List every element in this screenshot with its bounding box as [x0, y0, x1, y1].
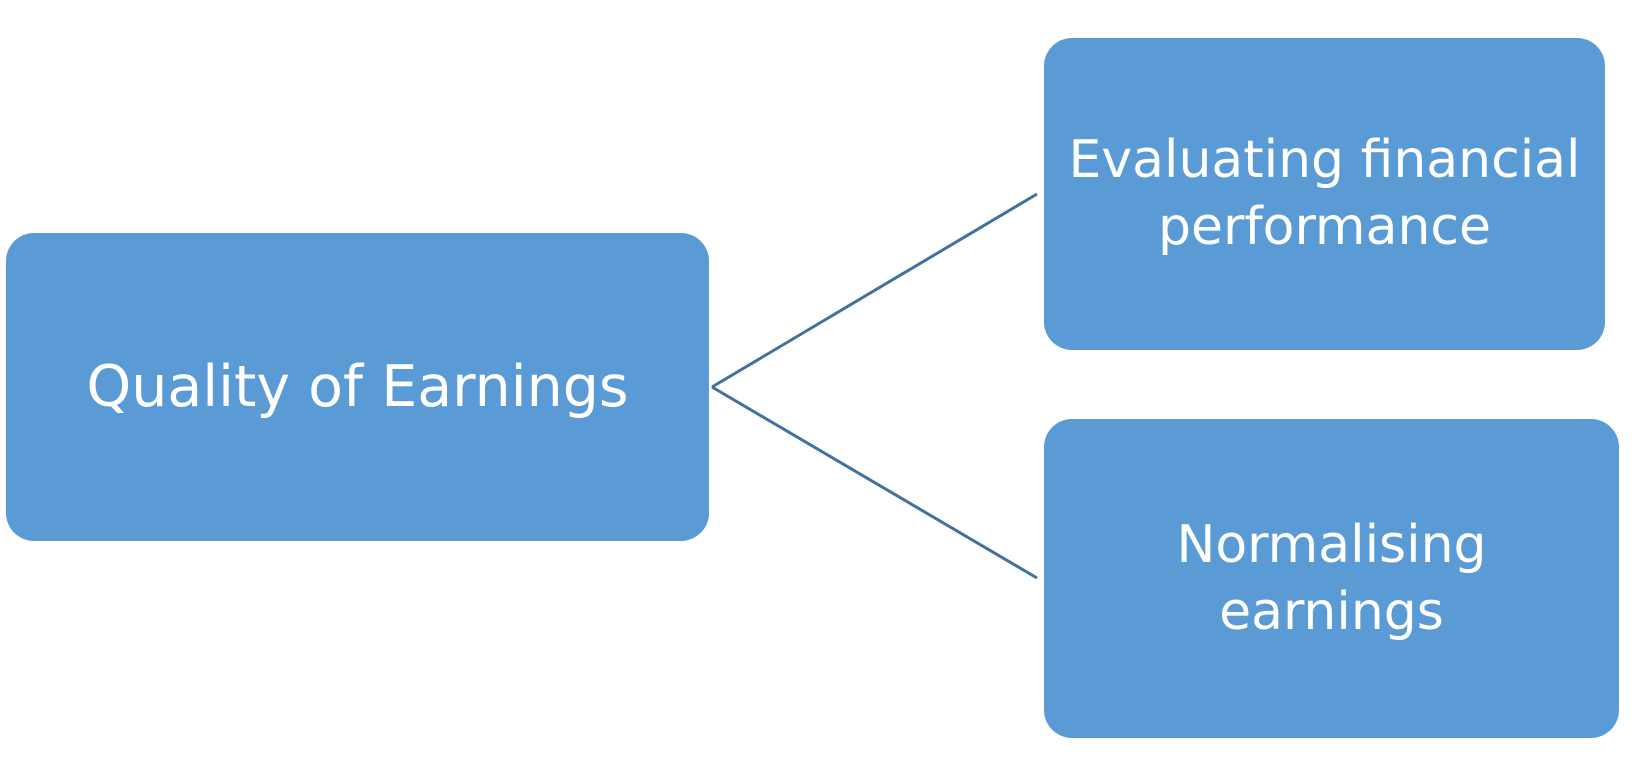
- evaluating-financial-performance-label: Evaluating financial performance: [1068, 130, 1581, 257]
- quality-of-earnings-node: Quality of Earnings: [6, 233, 709, 541]
- quality-of-earnings-label: Quality of Earnings: [86, 353, 629, 420]
- evaluating-financial-performance-node: Evaluating financial performance: [1044, 38, 1605, 350]
- connector-root-to-normalising: [711, 385, 1038, 580]
- normalising-earnings-label: Normalising earnings: [1176, 514, 1487, 642]
- connector-root-to-evaluating: [711, 192, 1038, 389]
- normalising-earnings-node: Normalising earnings: [1044, 419, 1619, 738]
